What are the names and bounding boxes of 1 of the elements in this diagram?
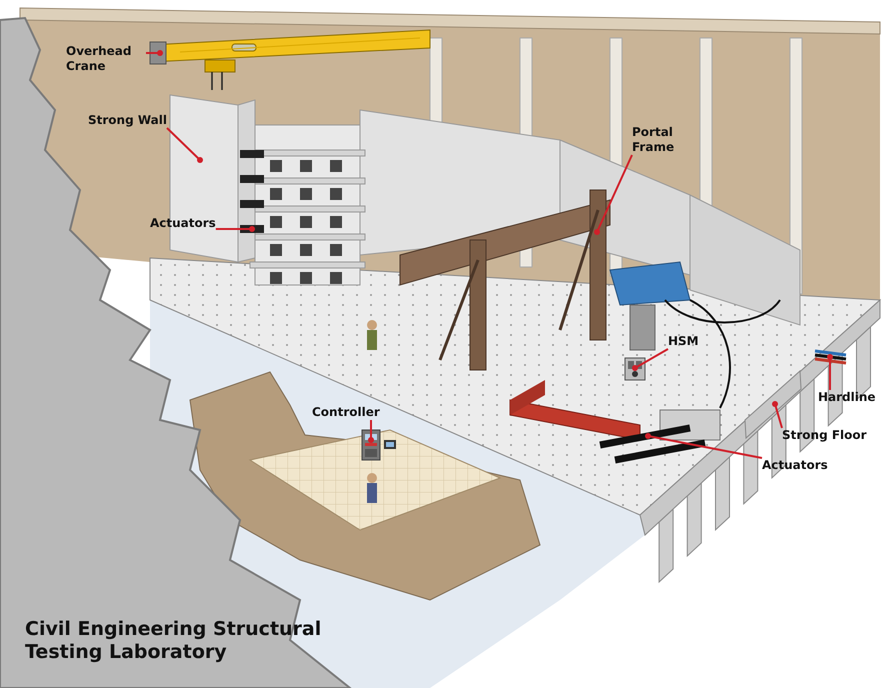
title: Civil Engineering Structural Testing Laboratory — [25, 618, 322, 664]
